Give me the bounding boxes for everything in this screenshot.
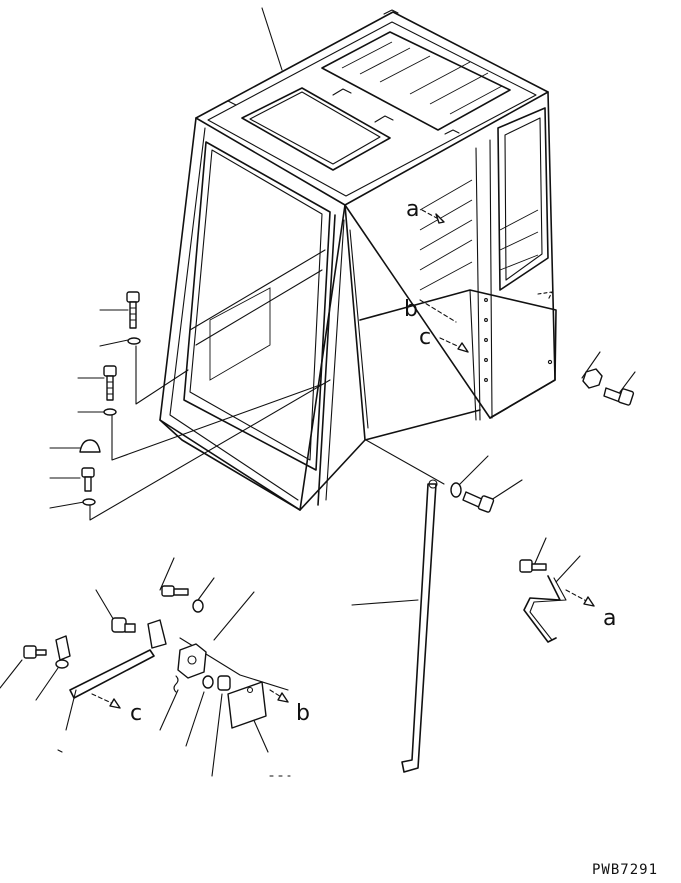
washer-lock — [192, 599, 204, 613]
label-c-lock: c — [130, 701, 142, 726]
label-b-cab: b — [404, 297, 418, 322]
label-a-cab: a — [406, 197, 419, 222]
label-b-lock: b — [296, 701, 310, 726]
lock-body — [177, 643, 207, 679]
handle-rod — [69, 649, 155, 699]
door-catch-striker — [523, 575, 561, 643]
bolt-upper-2 — [103, 365, 117, 401]
door-stay-rod — [401, 483, 437, 773]
washer-rod — [450, 482, 462, 498]
catch-bolt — [519, 559, 547, 573]
lock-knob — [111, 617, 136, 633]
bolt-upper-1 — [126, 291, 140, 329]
cover-plate — [227, 681, 267, 729]
bolt-upper-3 — [81, 467, 95, 492]
bolt-right — [603, 387, 635, 406]
bolt-rod — [462, 491, 495, 513]
drawing-code: PWB7291 — [592, 862, 658, 878]
washer-small — [202, 675, 214, 689]
reference-arrows — [91, 209, 595, 709]
operator-cab — [159, 9, 557, 511]
fastener-parts — [23, 291, 635, 773]
lock-spring — [173, 675, 179, 693]
bolt-lock-top — [161, 585, 189, 597]
washer-2 — [103, 408, 117, 416]
washer-3 — [82, 498, 96, 506]
washer-1 — [127, 337, 141, 345]
label-a-catch: a — [603, 606, 616, 631]
lock-cap — [217, 675, 231, 691]
bolt-lower-left — [23, 645, 47, 659]
rod-washer — [55, 659, 69, 669]
rod-bracket — [55, 635, 71, 661]
nut-right — [582, 368, 603, 389]
cap-plug — [79, 439, 101, 453]
lock-plate — [147, 619, 167, 649]
label-c-cab: c — [419, 325, 431, 350]
